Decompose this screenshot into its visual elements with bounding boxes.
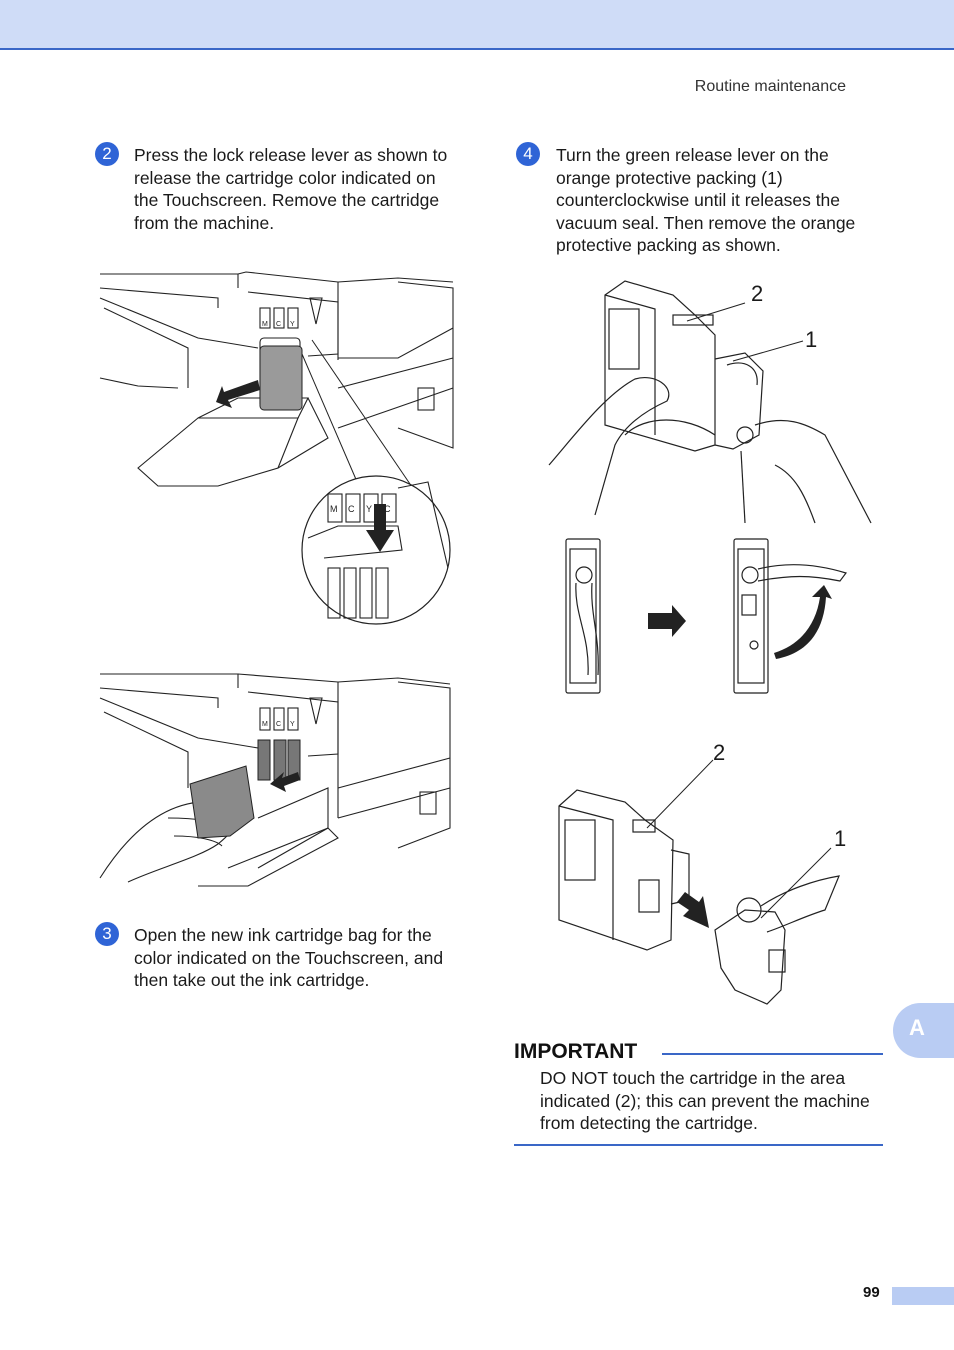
running-head: Routine maintenance (694, 78, 846, 95)
header-band (0, 0, 954, 50)
important-bottom-rule (514, 1144, 883, 1146)
callout-2-bottom: 2 (713, 740, 725, 765)
step-number-badge: 3 (95, 922, 119, 946)
figure-remove-packing: 2 1 (555, 740, 855, 1010)
step-number-badge: 4 (516, 142, 540, 166)
zoom-label-m: M (330, 504, 338, 514)
zoom-label-y: Y (366, 504, 372, 514)
important-text: DO NOT touch the cartridge in the area i… (540, 1068, 870, 1133)
figure-lever-rotation (560, 535, 860, 700)
callout-1-bottom: 1 (834, 826, 846, 851)
page-number: 99 (863, 1284, 880, 1301)
callout-1-top: 1 (805, 327, 817, 352)
step-4-text: Turn the green release lever on the oran… (556, 145, 856, 255)
slot-label-c: C (276, 321, 281, 328)
slot-label-m-lower: M (262, 721, 268, 728)
important-heading: IMPORTANT (514, 1040, 638, 1063)
figure-remove-cartridge: M C Y (98, 668, 458, 890)
appendix-tab: A (893, 1003, 954, 1058)
step-2-text: Press the lock release lever as shown to… (134, 145, 448, 233)
callout-2-top: 2 (751, 281, 763, 306)
slot-label-y: Y (290, 321, 295, 328)
zoom-label-c: C (348, 504, 355, 514)
figure-release-lever: M C Y C M C Y (98, 268, 458, 628)
step-3-text: Open the new ink cartridge bag for the c… (134, 925, 444, 990)
slot-label-y-lower: Y (290, 721, 295, 728)
page-number-bar (892, 1287, 954, 1305)
slot-label-m: M (262, 321, 268, 328)
important-top-rule (662, 1053, 883, 1055)
appendix-tab-label: A (909, 1015, 925, 1040)
step-number-badge: 2 (95, 142, 119, 166)
zoom-label-c2: C (384, 504, 391, 514)
slot-label-c-lower: C (276, 721, 281, 728)
figure-turn-release-lever: 2 1 (545, 275, 875, 525)
